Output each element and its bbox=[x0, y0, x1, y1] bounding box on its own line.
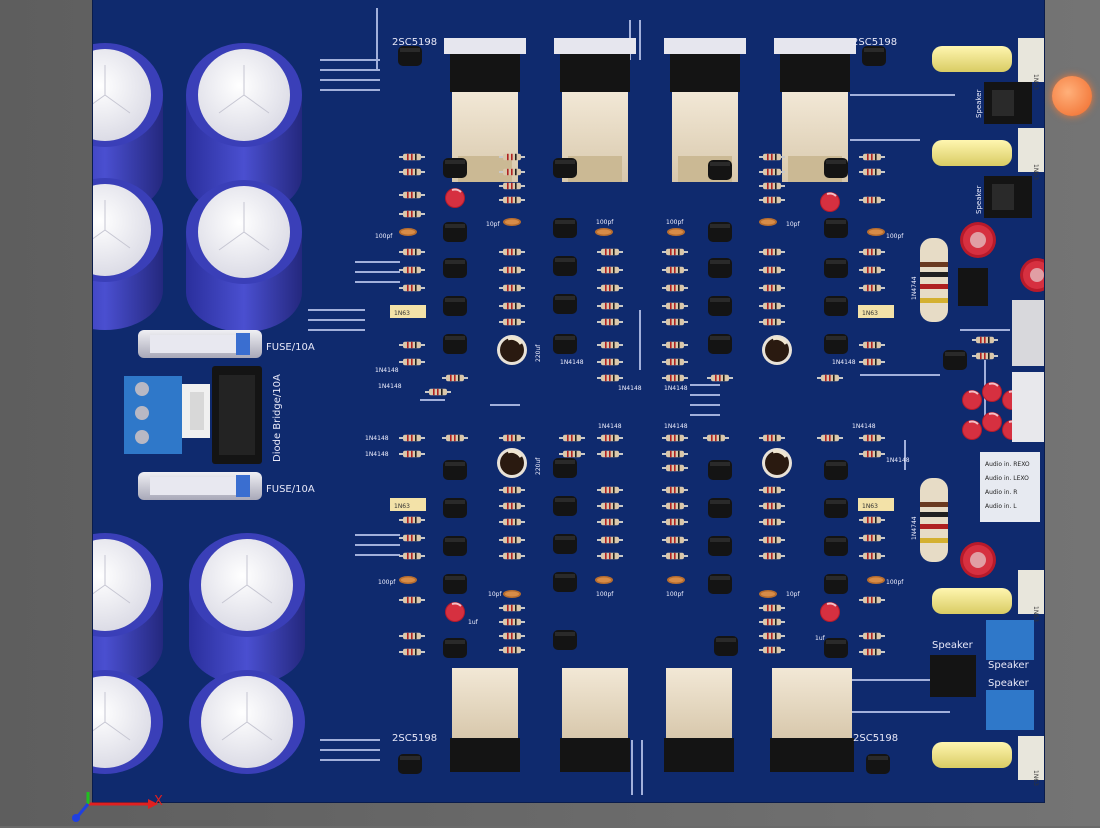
cap-label-11: 10pf bbox=[786, 591, 800, 598]
cap-label-12: 100pf bbox=[886, 579, 904, 586]
diode-label-6: 1N4148 bbox=[832, 359, 856, 366]
power-resistors[interactable] bbox=[920, 238, 948, 562]
coil-label-2: 1N63 bbox=[1032, 164, 1039, 180]
zener-1-label: 1N63 bbox=[394, 310, 410, 317]
diode-label-9: 1N4148 bbox=[598, 423, 622, 430]
zener-3-label: 1N63 bbox=[862, 310, 878, 317]
cap-label-8: 10pf bbox=[488, 591, 502, 598]
speaker-label-3: Speaker bbox=[932, 640, 974, 651]
speaker-label-2: Speaker bbox=[975, 185, 983, 214]
diode-bridge[interactable] bbox=[212, 366, 262, 464]
tr-top-right-label: 2SC5198 bbox=[852, 37, 897, 48]
cap-label-9: 100pf bbox=[596, 591, 614, 598]
cursor-highlight-icon bbox=[1052, 76, 1092, 116]
cap-label-5: 10pf bbox=[786, 221, 800, 228]
speaker-terminals[interactable] bbox=[930, 38, 1044, 780]
cap-label-4: 100pf bbox=[666, 219, 684, 226]
cap-label-16: 1uf bbox=[815, 635, 826, 642]
tr-bottom-left-label: 2SC5198 bbox=[392, 733, 437, 744]
axis-gizmo: X bbox=[68, 790, 178, 824]
cap-label-13: 220uf bbox=[535, 344, 542, 362]
speaker-label-1: Speaker bbox=[975, 89, 983, 118]
diode-label-5: 1N4148 bbox=[664, 385, 688, 392]
tr-top-left-label: 2SC5198 bbox=[392, 37, 437, 48]
filter-capacitors-top[interactable] bbox=[47, 43, 302, 332]
diode-label-1: 1N4148 bbox=[375, 367, 399, 374]
info-line-2: Audio in. LEXO bbox=[985, 475, 1029, 482]
zener-2-label: 1N63 bbox=[394, 503, 410, 510]
power-transistors-bottom[interactable] bbox=[450, 668, 854, 772]
input-connectors[interactable] bbox=[958, 268, 1044, 442]
cap-label-15: 1uf bbox=[468, 619, 479, 626]
pcb-board[interactable]: FUSE/10A FUSE/10A Diode Bridge/10A bbox=[47, 0, 1054, 802]
axis-x-label: X bbox=[154, 794, 163, 809]
zener-diodes[interactable] bbox=[390, 305, 894, 511]
power-res-label-1: 1N4744 bbox=[911, 276, 918, 300]
traces bbox=[308, 8, 1010, 795]
cap-label-1: 100pf bbox=[375, 233, 393, 240]
diode-label-2: 1N4148 bbox=[378, 383, 402, 390]
cap-label-14: 220uf bbox=[535, 457, 542, 475]
cap-label-10: 100pf bbox=[666, 591, 684, 598]
coil-label-3: 1N63 bbox=[1032, 606, 1039, 622]
fuse-top[interactable] bbox=[138, 330, 262, 358]
cap-label-3: 100pf bbox=[596, 219, 614, 226]
diode-label-3: 1N4148 bbox=[560, 359, 584, 366]
axis-gizmo-svg bbox=[72, 792, 158, 822]
diode-label-10: 1N4148 bbox=[664, 423, 688, 430]
info-panel bbox=[980, 452, 1040, 522]
board-svg: FUSE/10A FUSE/10A Diode Bridge/10A bbox=[47, 0, 1054, 802]
fuse-bottom[interactable] bbox=[138, 472, 262, 500]
cap-label-2: 10pf bbox=[486, 221, 500, 228]
output-coils[interactable] bbox=[932, 46, 1012, 768]
info-line-1: Audio in. REXO bbox=[985, 461, 1030, 468]
fuse-bottom-label: FUSE/10A bbox=[266, 484, 315, 495]
diode-label-7: 1N4148 bbox=[365, 435, 389, 442]
info-line-3: Audio in. R bbox=[985, 489, 1017, 496]
tr-bottom-right-label: 2SC5198 bbox=[853, 733, 898, 744]
power-res-label-2: 1N4744 bbox=[911, 516, 918, 540]
filter-capacitors-bottom[interactable] bbox=[47, 533, 305, 774]
fuse-top-label: FUSE/10A bbox=[266, 342, 315, 353]
power-transistors-top[interactable] bbox=[444, 38, 856, 182]
diode-bridge-label: Diode Bridge/10A bbox=[272, 374, 283, 462]
speaker-label-5: Speaker bbox=[988, 678, 1030, 689]
diode-label-12: 1N4148 bbox=[886, 457, 910, 464]
power-terminal-block[interactable] bbox=[124, 376, 210, 454]
info-line-4: Audio in. L bbox=[985, 503, 1017, 510]
cap-label-7: 100pf bbox=[378, 579, 396, 586]
diode-label-4: 1N4148 bbox=[618, 385, 642, 392]
speaker-label-4: Speaker bbox=[988, 660, 1030, 671]
zener-4-label: 1N63 bbox=[862, 503, 878, 510]
coil-label-4: 1N63 bbox=[1032, 770, 1039, 786]
coil-label-1: 1N63 bbox=[1032, 74, 1039, 90]
diode-label-11: 1N4148 bbox=[852, 423, 876, 430]
cap-label-6: 100pf bbox=[886, 233, 904, 240]
diode-label-8: 1N4148 bbox=[365, 451, 389, 458]
